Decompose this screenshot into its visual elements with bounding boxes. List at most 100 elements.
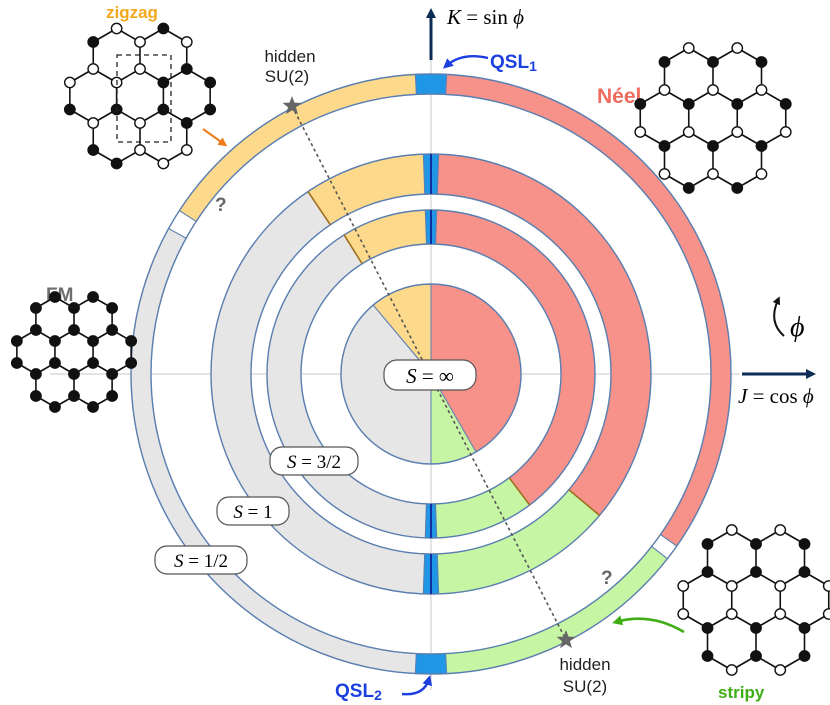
- lattice-site: [180, 36, 193, 48]
- lattice-site: [798, 622, 811, 634]
- lattice-site: [725, 608, 738, 620]
- fm-lattice-icon: [10, 291, 138, 413]
- lattice-site: [677, 608, 690, 620]
- j-axis-label: J = cos ϕ: [738, 384, 814, 408]
- lattice-site: [10, 335, 23, 347]
- lattice-site: [157, 22, 170, 35]
- phase-boundary-tick-3: [568, 489, 601, 517]
- lattice-site: [682, 98, 695, 110]
- lattice-site: [701, 538, 714, 550]
- lattice-site: [798, 650, 811, 662]
- lattice-site: [822, 608, 830, 620]
- phase-boundary-tick-1: [508, 477, 531, 506]
- zigzag-label: zigzag: [106, 3, 158, 22]
- lattice-site: [750, 538, 762, 550]
- lattice-site: [658, 168, 671, 180]
- lattice-site: [822, 580, 830, 592]
- lattice-site: [29, 368, 42, 380]
- lattice-site: [68, 302, 80, 314]
- stripy-pointer-arrow: [612, 615, 685, 634]
- lattice-site: [731, 182, 744, 194]
- lattice-site: [731, 126, 744, 138]
- ring-3-phase-0-qsl1: [414, 73, 448, 95]
- hidden-su2-top-line1: hidden: [264, 47, 315, 66]
- lattice-site: [677, 580, 690, 592]
- lattice-site: [682, 42, 695, 54]
- k-axis-label: K = sin ϕ: [446, 5, 524, 29]
- spin-label-infinity: S = ∞: [383, 359, 477, 391]
- lattice-site: [755, 56, 768, 68]
- lattice-site: [134, 36, 146, 48]
- lattice-site: [779, 98, 792, 110]
- lattice-site: [779, 126, 792, 138]
- qsl1-label: QSL1: [490, 52, 537, 74]
- lattice-site: [701, 622, 714, 634]
- lattice-site: [180, 144, 193, 156]
- lattice-site: [725, 664, 738, 676]
- qsl1-arrow: [442, 55, 489, 69]
- question-mark-top: ?: [215, 195, 227, 216]
- lattice-site: [798, 538, 811, 550]
- lattice-site: [798, 566, 811, 578]
- lattice-site: [774, 664, 787, 676]
- lattice-site: [87, 144, 100, 156]
- svg-text:S = 1: S = 1: [233, 502, 272, 523]
- zigzag-pointer-arrow: [202, 128, 228, 147]
- lattice-site: [731, 98, 744, 110]
- lattice-site: [110, 22, 123, 35]
- lattice-site: [106, 324, 119, 336]
- lattice-site: [63, 103, 76, 116]
- lattice-site: [106, 368, 119, 380]
- lattice-site: [49, 335, 61, 347]
- lattice-site: [125, 357, 138, 369]
- spin-label-three-halves: S = 3/2: [269, 446, 359, 476]
- phase-boundary-tick-0: [343, 234, 363, 265]
- stripy-lattice-icon: [677, 524, 830, 676]
- lattice-site: [106, 390, 119, 402]
- ring-3-outer-edge: [130, 73, 732, 675]
- ring-3-inner-edge: [150, 93, 712, 655]
- svg-text:S = 3/2: S = 3/2: [287, 452, 341, 473]
- lattice-site: [774, 580, 787, 592]
- hidden-su2-top-line2: SU(2): [265, 67, 309, 86]
- lattice-site: [110, 157, 123, 170]
- neel-label: Néel: [597, 85, 641, 108]
- phi-label: ϕ: [790, 312, 805, 343]
- lattice-site: [87, 36, 100, 48]
- lattice-site: [106, 302, 119, 314]
- lattice-site: [87, 357, 99, 369]
- spin-label-one-half: S = 1/2: [154, 545, 248, 575]
- hidden-su2-star-bottom: [556, 630, 576, 649]
- lattice-site: [658, 56, 671, 68]
- lattice-site: [87, 291, 99, 303]
- qsl2-arrow: [401, 675, 433, 696]
- lattice-site: [157, 76, 170, 89]
- lattice-site: [49, 401, 61, 413]
- lattice-site: [774, 608, 787, 620]
- lattice-site: [87, 117, 100, 129]
- lattice-site: [707, 56, 719, 68]
- lattice-site: [29, 390, 42, 402]
- lattice-site: [755, 140, 768, 152]
- spin-label-one: S = 1: [216, 496, 290, 526]
- lattice-site: [204, 103, 217, 116]
- hidden-su2-bottom-line1: hidden: [559, 655, 610, 674]
- ring-0-outer-edge: [340, 283, 522, 465]
- hidden-su2-bottom-line2: SU(2): [563, 677, 607, 696]
- lattice-site: [750, 622, 762, 634]
- lattice-site: [87, 401, 99, 413]
- lattice-site: [134, 117, 146, 129]
- lattice-site: [731, 42, 744, 54]
- lattice-site: [204, 76, 217, 89]
- lattice-site: [725, 580, 738, 592]
- lattice-site: [68, 324, 80, 336]
- lattice-site: [725, 524, 738, 536]
- svg-text:S = 1/2: S = 1/2: [174, 551, 228, 572]
- lattice-site: [755, 168, 768, 180]
- lattice-site: [707, 140, 719, 152]
- lattice-site: [707, 168, 719, 180]
- stripy-label: stripy: [718, 683, 765, 702]
- lattice-site: [29, 324, 42, 336]
- lattice-site: [157, 157, 170, 170]
